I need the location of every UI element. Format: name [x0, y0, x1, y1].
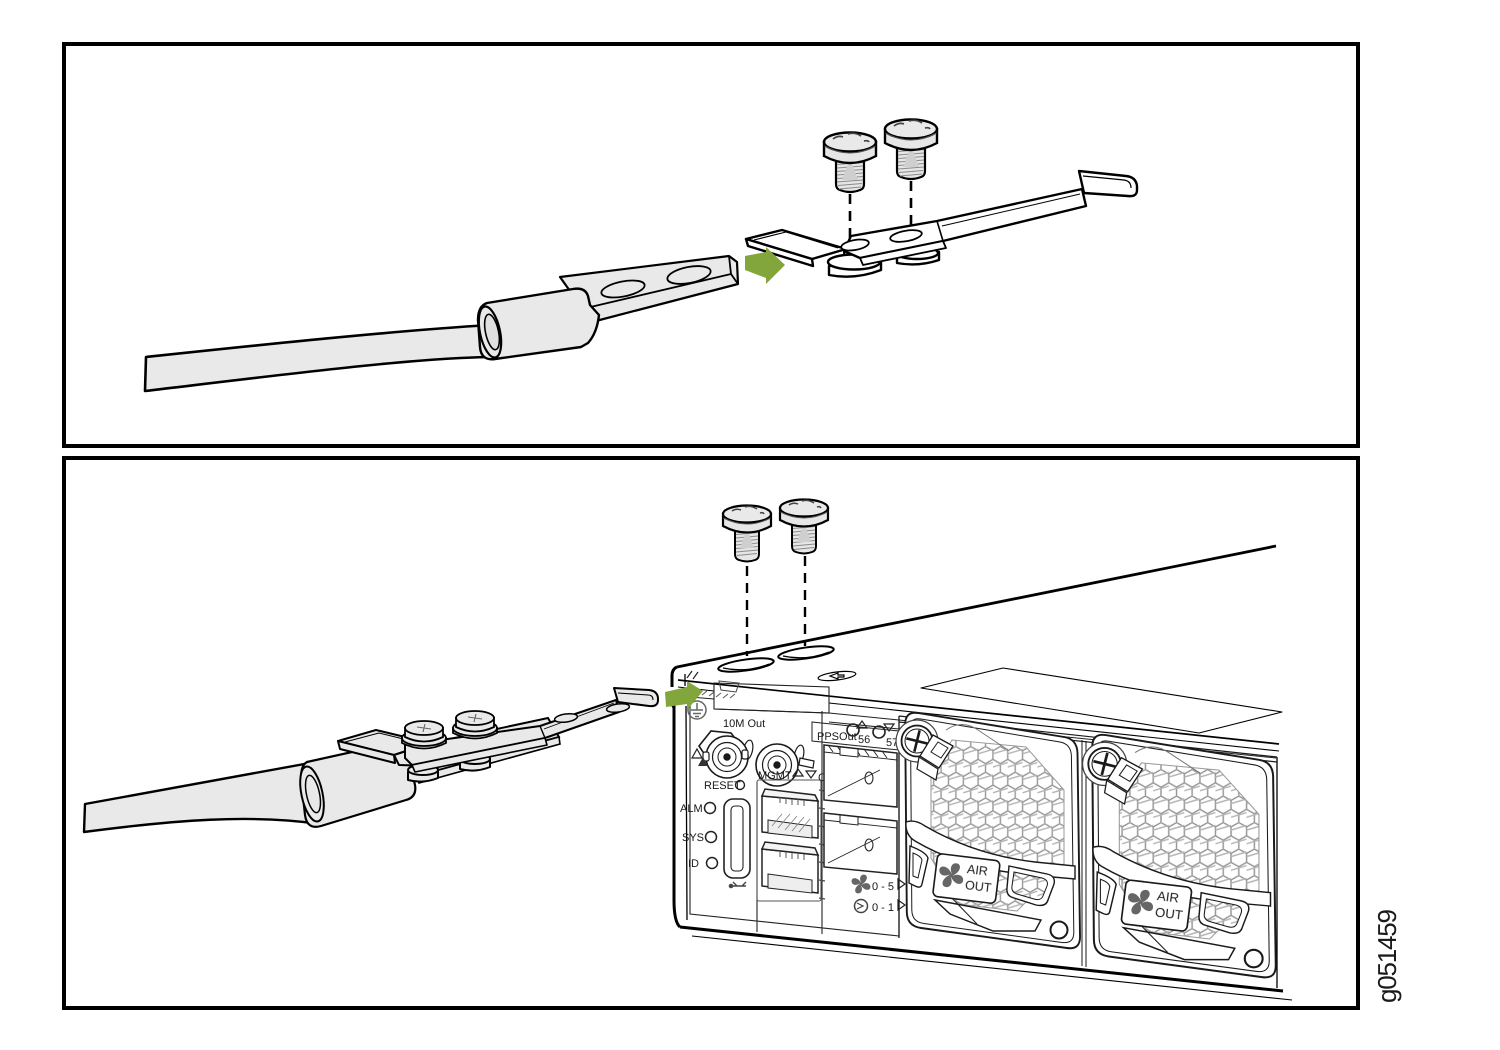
svg-text:OUT: OUT — [964, 878, 992, 895]
svg-text:RESET: RESET — [704, 780, 741, 792]
svg-text:g051459: g051459 — [1372, 909, 1402, 1003]
svg-text:0 - 5: 0 - 5 — [872, 881, 894, 893]
svg-text:ALM: ALM — [680, 803, 703, 815]
svg-text:57: 57 — [886, 737, 898, 749]
svg-text:10M Out: 10M Out — [723, 718, 765, 730]
svg-text:0 - 1: 0 - 1 — [872, 902, 894, 914]
svg-text:PPSOut: PPSOut — [817, 731, 857, 743]
svg-text:56: 56 — [858, 734, 870, 746]
svg-text:ID: ID — [688, 858, 699, 870]
svg-text:OUT: OUT — [1154, 905, 1184, 923]
svg-text:AIR: AIR — [1156, 889, 1180, 906]
svg-text:SYS: SYS — [682, 832, 704, 844]
svg-text:MGMT: MGMT — [758, 770, 792, 782]
svg-text:AIR: AIR — [966, 862, 988, 878]
